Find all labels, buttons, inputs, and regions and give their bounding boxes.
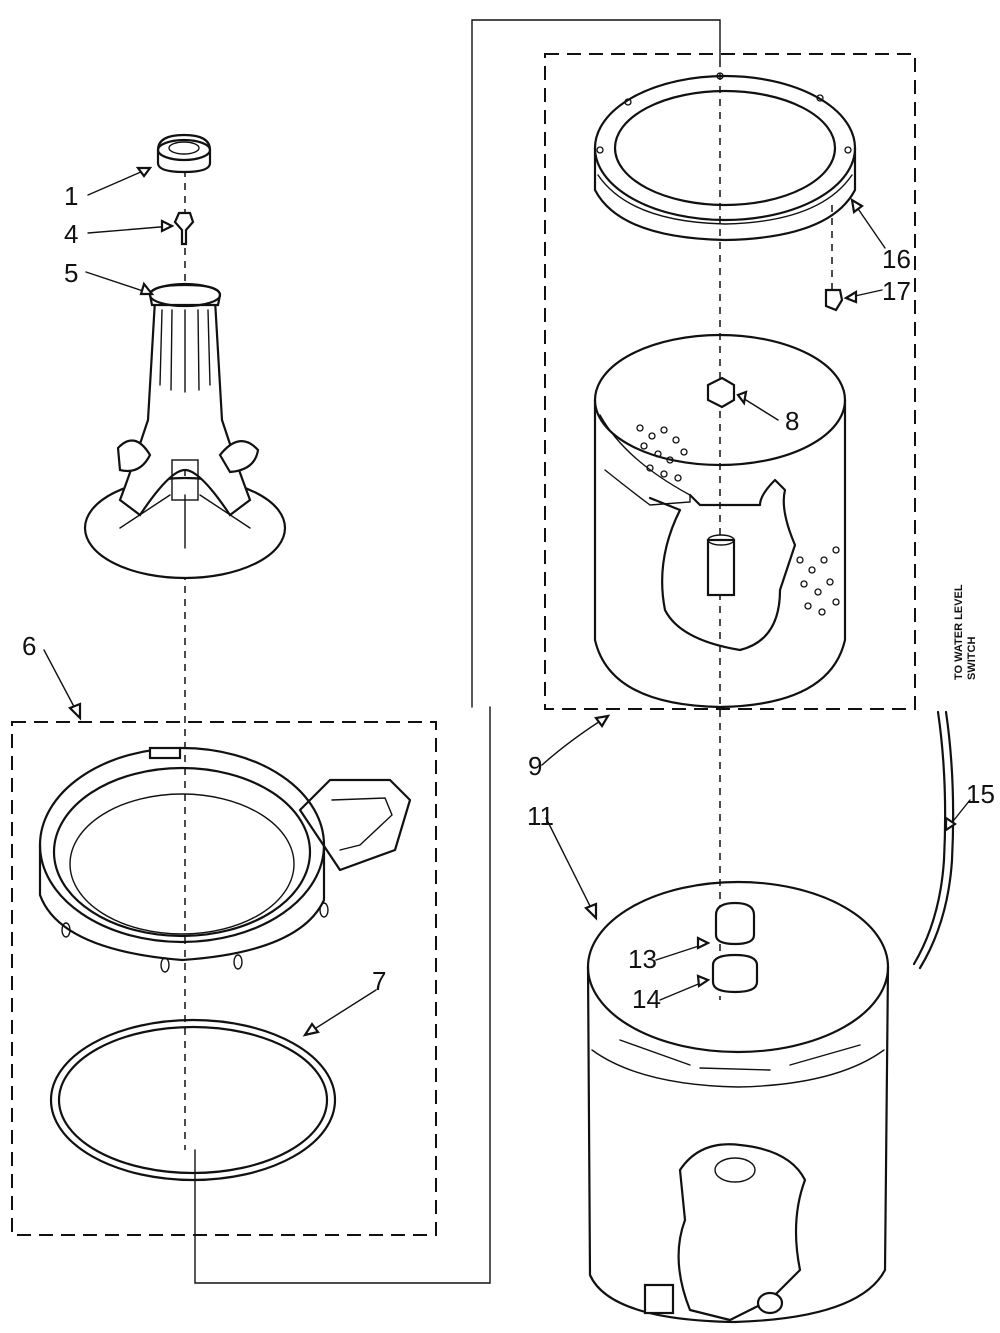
part-1-cap [156, 133, 212, 174]
callout-15: 15 [966, 779, 995, 809]
callout-7: 7 [372, 966, 386, 996]
callout-17: 17 [882, 276, 911, 306]
part-6-tub-ring [38, 746, 412, 973]
callout-4: 4 [64, 219, 78, 249]
callout-16: 16 [882, 244, 911, 274]
part-15-hose [912, 710, 955, 970]
leader-lines [43, 166, 971, 1037]
side-note-line-2: SWITCH [966, 637, 978, 680]
wash-basket [593, 333, 847, 709]
callout-13: 13 [628, 944, 657, 974]
part-11-outer-tub [586, 880, 890, 1324]
callout-6: 6 [22, 631, 36, 661]
callout-1: 1 [64, 181, 78, 211]
callout-11: 11 [527, 801, 554, 831]
part-13-bearing [714, 901, 756, 946]
side-note-line-1: TO WATER LEVEL [953, 584, 965, 680]
basket-perforations [636, 424, 840, 616]
part-4-fastener [173, 211, 195, 246]
part-7-gasket [49, 1018, 337, 1182]
callout-14: 14 [632, 984, 661, 1014]
callout-9: 9 [528, 751, 542, 781]
callout-8: 8 [785, 406, 799, 436]
group-9-box [544, 53, 916, 710]
side-note-water-level: TO WATER LEVEL SWITCH [953, 584, 978, 680]
group-6-box [11, 721, 437, 1236]
part-17-clip [824, 288, 844, 312]
connector-line [194, 19, 721, 1284]
part-8-nut [706, 376, 736, 409]
part-14-seal [711, 953, 759, 994]
callout-5: 5 [64, 258, 78, 288]
part-16-balance-ring [593, 72, 857, 242]
part-5-agitator [83, 282, 287, 580]
